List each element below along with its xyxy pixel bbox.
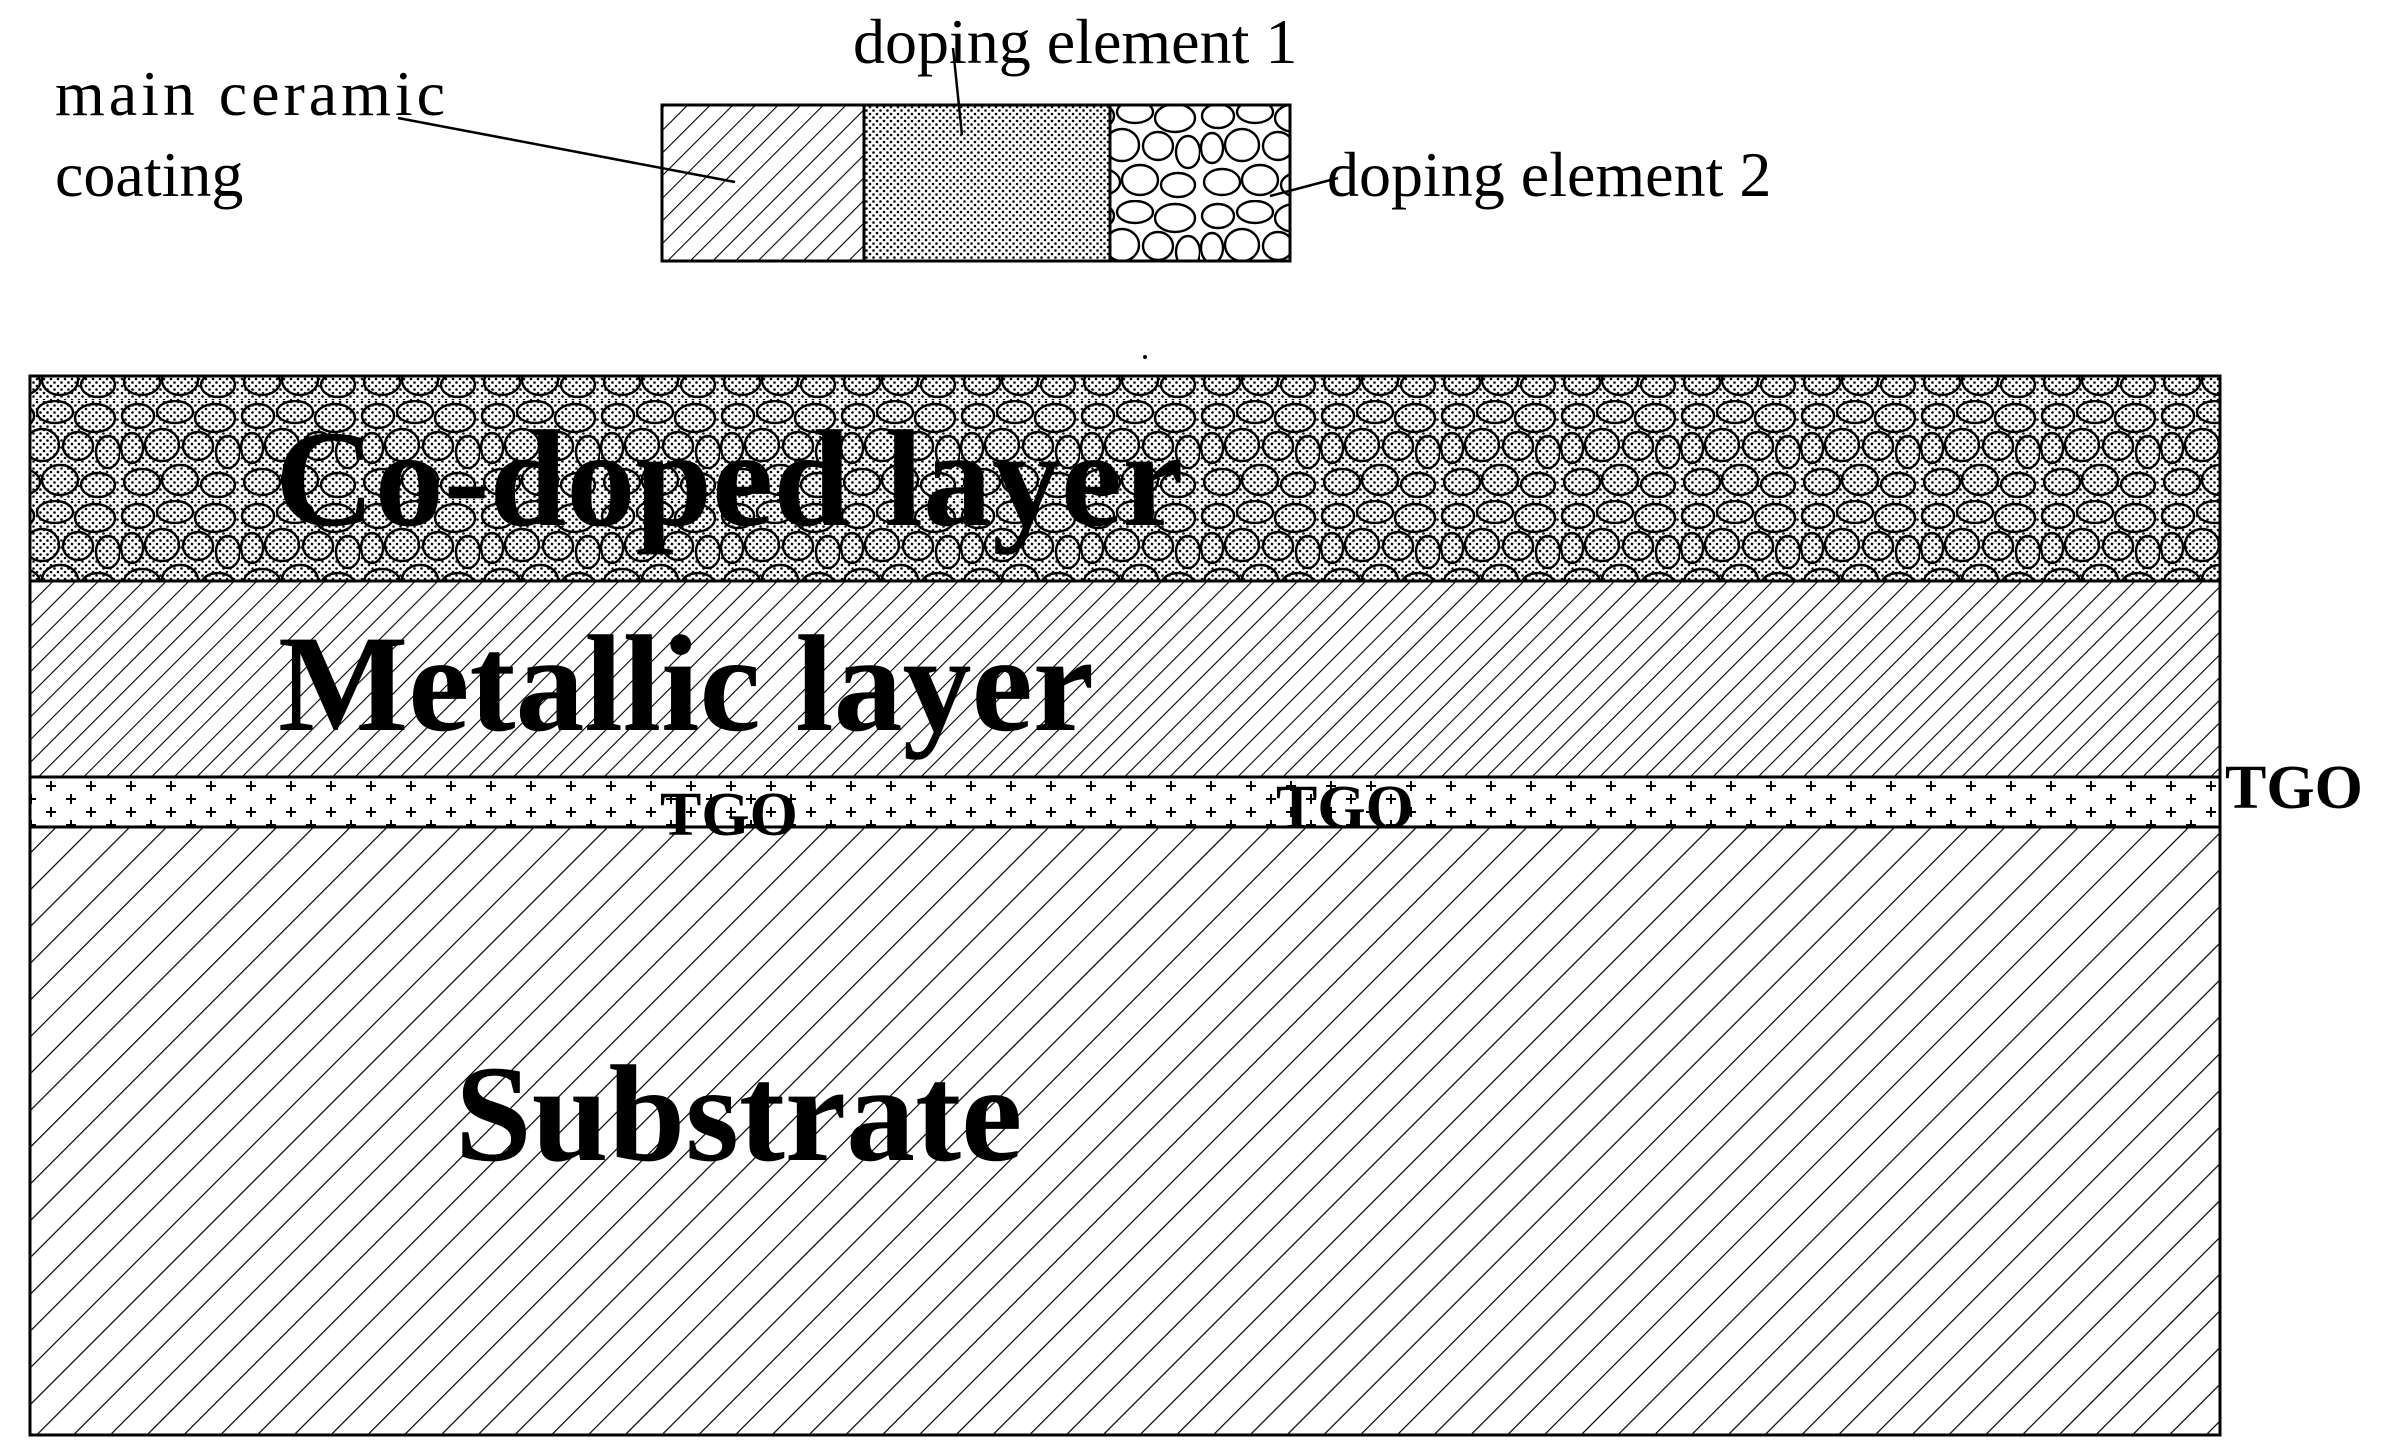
label-tgo-1: TGO — [660, 781, 798, 849]
label-doping-element-1: doping element 1 — [853, 6, 1297, 77]
stray-dot — [1143, 355, 1147, 359]
metallic-layer — [28, 579, 2222, 779]
leader-line-main-ceramic — [397, 116, 736, 184]
label-main-ceramic-line1: main ceramic — [55, 58, 445, 129]
legend-main-ceramic-swatch — [660, 103, 866, 263]
label-main-ceramic-line2: coating — [55, 139, 243, 210]
leader-line-doping-element-2 — [1269, 176, 1339, 198]
tgo-layer — [28, 775, 2222, 829]
legend: main ceramic coating doping element 1 do… — [55, 6, 1771, 263]
label-metallic-layer: Metallic layer — [278, 607, 1094, 760]
label-co-doped-layer: Co-doped layer — [275, 402, 1183, 555]
label-tgo-2: TGO — [1276, 774, 1414, 842]
label-doping-element-2: doping element 2 — [1327, 139, 1771, 210]
cross-section: Co-doped layer Metallic layer TGO TGO TG… — [28, 374, 2363, 1437]
substrate-layer — [28, 825, 2222, 1437]
label-tgo-side: TGO — [2225, 754, 2363, 822]
legend-doping-element-2-swatch — [1108, 103, 1292, 263]
leader-line-doping-element-1 — [951, 47, 964, 136]
label-substrate: Substrate — [455, 1037, 1022, 1190]
co-doped-layer — [28, 374, 2222, 583]
legend-doping-element-1-swatch — [862, 103, 1112, 263]
